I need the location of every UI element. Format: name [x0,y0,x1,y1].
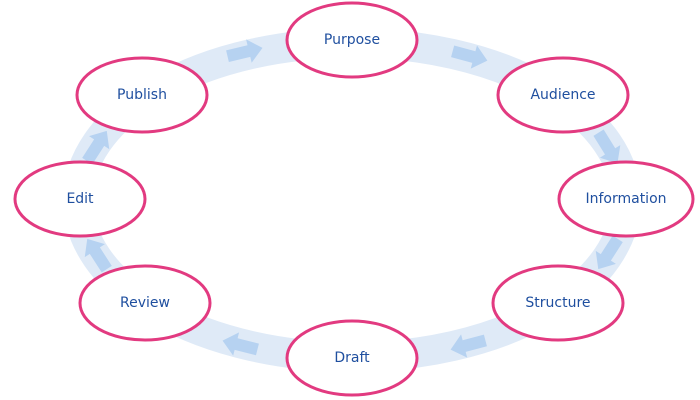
node-label: Review [120,295,170,311]
flow-arrow-icon [226,39,263,63]
node-label: Draft [334,350,370,366]
node-ellipse [78,264,212,342]
node-label: Edit [66,191,94,207]
node-label: Information [585,191,666,207]
node-draft: Draft [285,319,419,397]
node-label: Publish [117,87,167,103]
node-review: Review [78,264,212,342]
node-ellipse [557,160,695,238]
node-ellipse [75,56,209,134]
node-ellipse [496,56,630,134]
flow-arrow-icon [222,332,259,356]
node-label: Purpose [324,32,380,48]
node-edit: Edit [13,160,147,238]
node-information: Information [557,160,695,238]
node-ellipse [285,1,419,79]
flow-arrow-icon [82,130,110,165]
flow-arrow-icon [84,238,112,273]
node-label: Structure [525,295,590,311]
flow-arrow-icon [450,334,487,358]
node-ellipse [491,264,625,342]
node-audience: Audience [496,56,630,134]
flow-arrow-icon [593,129,621,164]
node-ellipse [285,319,419,397]
node-purpose: Purpose [285,1,419,79]
node-label: Audience [530,87,595,103]
flow-arrow-icon [451,45,488,69]
node-structure: Structure [491,264,625,342]
node-ellipse [13,160,147,238]
flow-arrow-icon [595,235,623,270]
node-publish: Publish [75,56,209,134]
